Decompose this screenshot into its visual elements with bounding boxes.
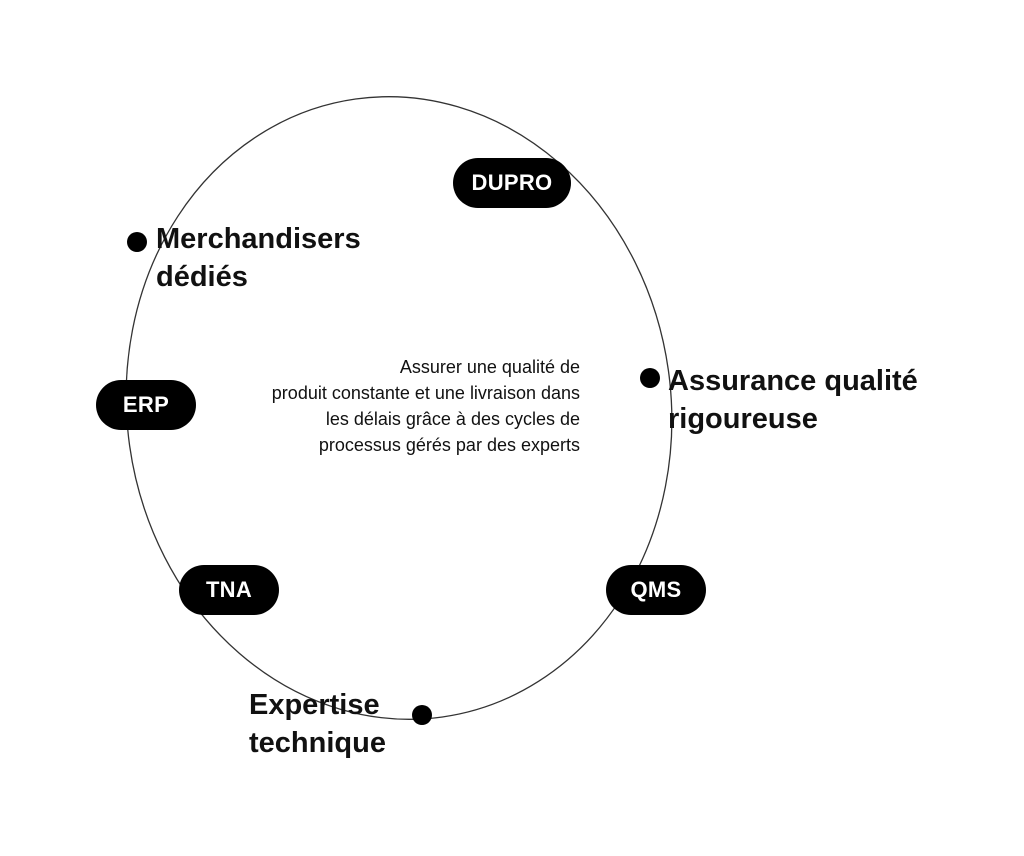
assurance-label-line1: Assurance qualité (668, 365, 918, 397)
assurance-label: Assurance qualité rigoureuse (668, 362, 918, 438)
merchandisers-label-line1: Merchandisers (156, 223, 361, 255)
qms-pill: QMS (606, 565, 706, 615)
assurance-label-line2: rigoureuse (668, 403, 818, 435)
expertise-label-line2: technique (249, 727, 386, 759)
erp-pill: ERP (96, 380, 196, 430)
center-description-line3: les délais grâce à des cycles de (325, 409, 580, 429)
cycle-ring-ellipse (125, 96, 673, 720)
ring-gap-mask (356, 691, 401, 712)
tna-pill: TNA (179, 565, 279, 615)
center-description: Assurer une qualité de produit constante… (190, 354, 580, 458)
expertise-label-line1: Expertise (249, 689, 380, 721)
merchandisers-label: Merchandisers dédiés (156, 220, 361, 296)
merchandisers-dot (127, 232, 147, 252)
center-description-line4: processus gérés par des experts (318, 435, 580, 455)
expertise-dot (412, 705, 432, 725)
center-description-line2: produit constante et une livraison dans (271, 383, 580, 403)
merchandisers-label-line2: dédiés (156, 261, 248, 293)
assurance-dot (640, 368, 660, 388)
dupro-pill: DUPRO (453, 158, 571, 208)
expertise-label: Expertise technique (249, 686, 386, 762)
center-description-line1: Assurer une qualité de (399, 357, 580, 377)
